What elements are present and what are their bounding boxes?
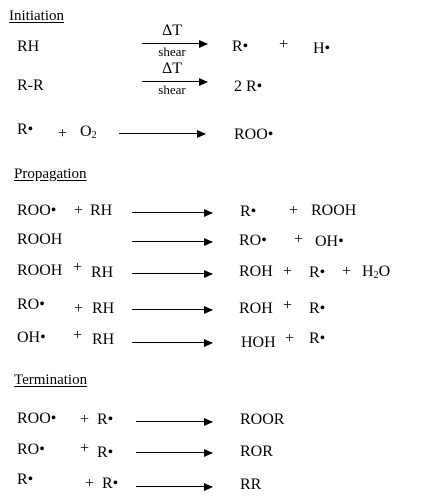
condition-heat: ΔT — [161, 22, 183, 39]
reactant: R• — [97, 444, 114, 461]
plus-sign: + — [74, 300, 84, 317]
condition-shear: shear — [158, 44, 186, 59]
product: R• — [309, 264, 326, 281]
plus-sign: + — [80, 411, 90, 428]
condition-shear: shear — [158, 82, 186, 97]
condition-heat: ΔT — [161, 60, 183, 77]
product: ROO• — [234, 126, 274, 143]
reaction-arrow — [132, 207, 213, 218]
product: ROR — [240, 443, 273, 460]
reactant: RO• — [17, 296, 45, 313]
reaction-arrow — [142, 76, 208, 87]
plus-sign: + — [283, 297, 293, 314]
plus-sign: + — [73, 259, 83, 276]
reactant: RH — [91, 264, 114, 281]
plus-sign: + — [279, 36, 289, 53]
plus-sign: + — [74, 202, 84, 219]
product: HOH — [241, 334, 276, 351]
reactant: RH — [17, 38, 40, 55]
plus-sign: + — [85, 475, 95, 492]
product: ROH — [239, 300, 273, 317]
reactant: O2 — [80, 123, 97, 141]
reactant: ROO• — [17, 202, 57, 219]
plus-sign: + — [294, 231, 304, 248]
reaction-conditions: ΔT shear — [142, 60, 202, 97]
plus-sign: + — [58, 125, 68, 142]
product: ROH — [239, 263, 273, 280]
product: RR — [240, 476, 262, 493]
reactant: ROOH — [17, 262, 63, 279]
reactant: OH• — [17, 329, 46, 346]
section-heading-initiation: Initiation — [9, 8, 64, 24]
reaction-arrow — [136, 416, 213, 427]
reaction-conditions: ΔT shear — [142, 22, 202, 59]
product: H• — [313, 40, 331, 57]
reaction-arrow — [132, 304, 213, 315]
reactant: ROOH — [17, 231, 63, 248]
plus-sign: + — [80, 440, 90, 457]
product: ROOR — [240, 411, 285, 428]
plus-sign: + — [289, 202, 299, 219]
product: R• — [309, 300, 326, 317]
reactant: R• — [17, 471, 34, 488]
plus-sign: + — [342, 263, 352, 280]
product: R• — [309, 330, 326, 347]
product: R• — [232, 38, 249, 55]
section-heading-termination: Termination — [14, 372, 88, 388]
plus-sign: + — [73, 327, 83, 344]
reaction-arrow — [132, 236, 213, 247]
section-heading-propagation: Propagation — [14, 166, 87, 182]
product: R• — [240, 203, 257, 220]
reactant: R• — [97, 411, 114, 428]
product: 2 R• — [234, 78, 263, 95]
reactant: RH — [92, 300, 115, 317]
reactant: R• — [102, 475, 119, 492]
product: RO• — [239, 232, 267, 249]
reactant: RH — [90, 202, 113, 219]
reactant: RO• — [17, 441, 45, 458]
reaction-arrow — [136, 481, 213, 492]
reaction-arrow — [136, 447, 213, 458]
product: H2O — [362, 263, 391, 281]
reactant: RH — [92, 331, 115, 348]
plus-sign: + — [283, 263, 293, 280]
reactant: ROO• — [17, 410, 57, 427]
reaction-arrow — [132, 337, 213, 348]
reaction-arrow — [132, 268, 213, 279]
product: ROOH — [311, 202, 357, 219]
reactant: R• — [17, 121, 34, 138]
product: OH• — [315, 233, 344, 250]
plus-sign: + — [285, 330, 295, 347]
reaction-arrow — [119, 128, 206, 139]
reactant: R-R — [17, 77, 44, 94]
reaction-arrow — [142, 38, 208, 49]
